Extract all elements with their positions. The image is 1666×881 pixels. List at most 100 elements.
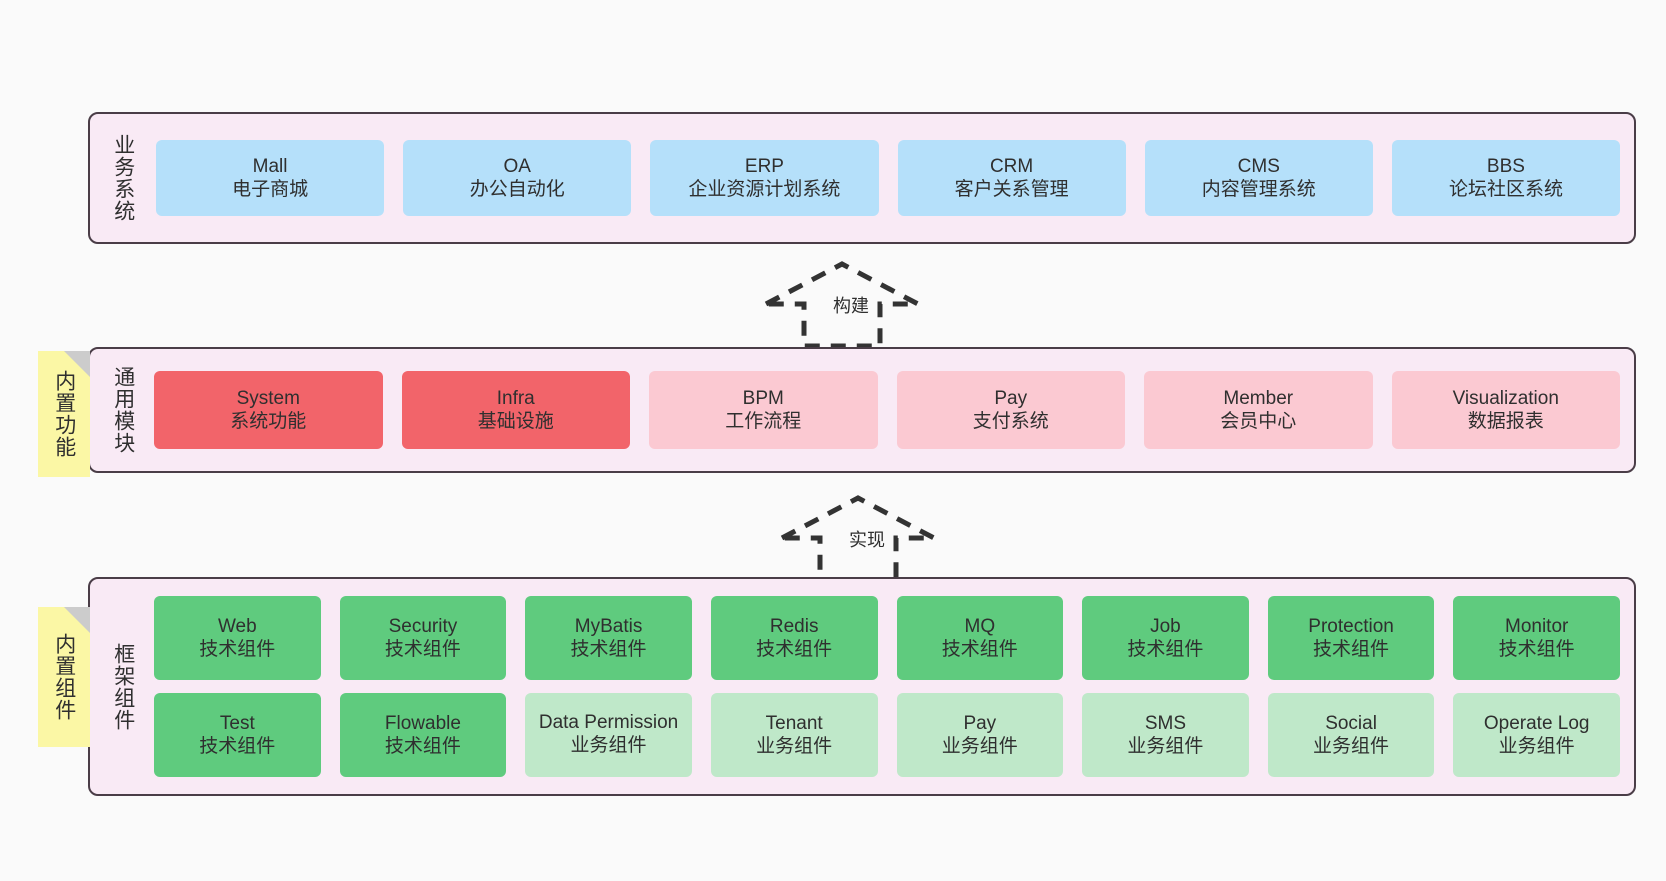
node-title-en: BPM — [742, 387, 784, 409]
node-bbs[interactable]: BBS 论坛社区系统 — [1391, 140, 1621, 216]
node-title-cn: 客户关系管理 — [954, 179, 1069, 200]
folded-corner-icon — [64, 607, 90, 633]
node-title-cn: 技术组件 — [1313, 639, 1390, 660]
sticky-note-builtin-features: 内置功能 — [38, 351, 90, 477]
node-sms[interactable]: SMS 业务组件 — [1082, 693, 1249, 777]
node-monitor[interactable]: Monitor 技术组件 — [1453, 596, 1620, 680]
folded-corner-icon — [64, 351, 90, 377]
node-job[interactable]: Job 技术组件 — [1082, 596, 1249, 680]
node-social[interactable]: Social 业务组件 — [1267, 693, 1435, 777]
node-title-en: Redis — [769, 615, 819, 637]
node-title-en: Pay — [963, 712, 997, 734]
node-bpm[interactable]: BPM 工作流程 — [649, 371, 878, 449]
node-title-en: Tenant — [765, 712, 823, 734]
node-title-cn: 技术组件 — [384, 639, 461, 660]
connector-build: 构建 — [762, 258, 922, 350]
node-title-cn: 业务组件 — [941, 736, 1018, 757]
node-title-en: Pay — [994, 387, 1028, 409]
node-title-cn: 基础设施 — [477, 411, 554, 432]
node-member[interactable]: Member 会员中心 — [1144, 371, 1373, 449]
node-oa[interactable]: OA 办公自动化 — [403, 140, 632, 216]
node-title-cn: 会员中心 — [1220, 411, 1297, 432]
node-title-cn: 业务组件 — [1498, 736, 1575, 757]
layer-body-framework: Web 技术组件 Security 技术组件 MyBatis 技术组件 Redi… — [150, 579, 1634, 794]
node-title-cn: 业务组件 — [570, 735, 647, 757]
layer-title-modules: 通用模块 — [111, 366, 135, 454]
node-title-en: Flowable — [384, 712, 461, 734]
node-title-en: MyBatis — [574, 615, 643, 637]
layer-framework-components: 框架组件 Web 技术组件 Security 技术组件 MyBatis 技术组件… — [88, 577, 1636, 796]
node-title-cn: 企业资源计划系统 — [688, 179, 841, 200]
sticky-note-text: 内置组件 — [52, 633, 76, 721]
node-row: System 系统功能 Infra 基础设施 BPM 工作流程 Pay 支付系统… — [154, 371, 1620, 449]
node-title-en: Monitor — [1505, 615, 1569, 637]
node-title-en: CMS — [1237, 155, 1280, 177]
node-title-en: Mall — [252, 155, 288, 177]
node-title-cn: 技术组件 — [199, 736, 276, 757]
node-data-permission[interactable]: Data Permission 业务组件 — [525, 693, 692, 777]
node-title-en: Data Permission — [538, 712, 679, 734]
connector-implement: 实现 — [778, 492, 938, 584]
node-title-en: OA — [503, 155, 531, 177]
node-title-en: Web — [217, 615, 257, 637]
node-title-en: SMS — [1144, 712, 1187, 734]
node-title-en: Security — [388, 615, 458, 637]
node-title-cn: 技术组件 — [199, 639, 276, 660]
node-title-cn: 业务组件 — [1313, 736, 1390, 757]
node-row: Mall 电子商城 OA 办公自动化 ERP 企业资源计划系统 CRM 客户关系… — [156, 140, 1621, 216]
node-security[interactable]: Security 技术组件 — [339, 596, 507, 680]
node-redis[interactable]: Redis 技术组件 — [710, 596, 878, 680]
node-title-cn: 内容管理系统 — [1201, 179, 1316, 200]
node-flowable[interactable]: Flowable 技术组件 — [339, 693, 507, 777]
node-mall[interactable]: Mall 电子商城 — [156, 140, 385, 216]
node-title-en: ERP — [744, 155, 784, 177]
node-title-en: BBS — [1486, 155, 1525, 177]
node-row: Test 技术组件 Flowable 技术组件 Data Permission … — [154, 693, 1620, 777]
node-title-cn: 技术组件 — [384, 736, 461, 757]
node-title-en: Operate Log — [1483, 712, 1590, 734]
node-mq[interactable]: MQ 技术组件 — [896, 596, 1064, 680]
node-title-en: System — [236, 387, 300, 409]
layer-body-modules: System 系统功能 Infra 基础设施 BPM 工作流程 Pay 支付系统… — [150, 349, 1634, 471]
node-pay-module[interactable]: Pay 支付系统 — [896, 371, 1125, 449]
node-cms[interactable]: CMS 内容管理系统 — [1144, 140, 1373, 216]
node-title-en: Social — [1325, 712, 1377, 734]
node-infra[interactable]: Infra 基础设施 — [401, 371, 630, 449]
layer-common-modules: 通用模块 System 系统功能 Infra 基础设施 BPM 工作流程 Pay… — [88, 347, 1636, 473]
node-web[interactable]: Web 技术组件 — [154, 596, 321, 680]
node-title-cn: 技术组件 — [1498, 639, 1575, 660]
node-title-en: Member — [1223, 387, 1294, 409]
node-title-cn: 论坛社区系统 — [1448, 179, 1563, 200]
node-title-en: Visualization — [1452, 387, 1559, 409]
node-title-cn: 业务组件 — [756, 736, 833, 757]
node-pay-component[interactable]: Pay 业务组件 — [896, 693, 1064, 777]
node-title-cn: 支付系统 — [972, 411, 1049, 432]
node-title-cn: 业务组件 — [1127, 736, 1204, 757]
node-protection[interactable]: Protection 技术组件 — [1267, 596, 1435, 680]
sticky-note-text: 内置功能 — [52, 370, 76, 458]
layer-title-framework: 框架组件 — [111, 642, 135, 731]
connector-label-build: 构建 — [833, 296, 869, 316]
node-mybatis[interactable]: MyBatis 技术组件 — [525, 596, 692, 680]
layer-body-business: Mall 电子商城 OA 办公自动化 ERP 企业资源计划系统 CRM 客户关系… — [150, 114, 1634, 242]
node-title-cn: 数据报表 — [1467, 411, 1544, 432]
node-title-en: Job — [1150, 615, 1181, 637]
sticky-note-builtin-components: 内置组件 — [38, 607, 90, 747]
node-title-cn: 技术组件 — [756, 639, 833, 660]
node-title-cn: 技术组件 — [1127, 639, 1204, 660]
node-title-en: Infra — [496, 387, 535, 409]
node-system[interactable]: System 系统功能 — [154, 371, 383, 449]
node-test[interactable]: Test 技术组件 — [154, 693, 321, 777]
node-title-cn: 系统功能 — [230, 411, 307, 432]
node-visualization[interactable]: Visualization 数据报表 — [1391, 371, 1620, 449]
node-title-en: CRM — [989, 155, 1034, 177]
node-title-cn: 工作流程 — [725, 411, 802, 432]
node-tenant[interactable]: Tenant 业务组件 — [710, 693, 878, 777]
node-title-cn: 技术组件 — [570, 639, 647, 660]
node-operate-log[interactable]: Operate Log 业务组件 — [1453, 693, 1620, 777]
node-erp[interactable]: ERP 企业资源计划系统 — [650, 140, 879, 216]
layer-title-business: 业务系统 — [111, 134, 135, 222]
node-crm[interactable]: CRM 客户关系管理 — [897, 140, 1126, 216]
node-title-cn: 技术组件 — [941, 639, 1018, 660]
